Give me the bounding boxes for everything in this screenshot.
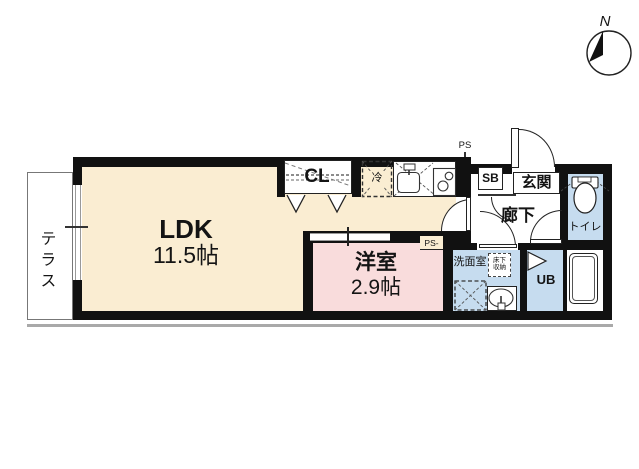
ps-bedroom-box bbox=[420, 236, 443, 250]
underfloor-storage-box bbox=[488, 253, 511, 277]
toilet-door-leaf bbox=[530, 239, 562, 244]
terrace-window-tick bbox=[65, 226, 88, 228]
terrace bbox=[27, 172, 73, 320]
underfloor-storage-label: 床下 収納 bbox=[493, 257, 506, 271]
closet-label: CL bbox=[304, 166, 330, 188]
bathtub bbox=[569, 253, 598, 304]
shoe-box bbox=[478, 167, 503, 190]
ldk-size: 11.5帖 bbox=[152, 242, 220, 269]
entrance-label-box bbox=[513, 172, 560, 194]
refrigerator-label: 冷 bbox=[369, 171, 385, 187]
toilet-label: トイレ bbox=[568, 221, 602, 234]
ps-top-label: PS bbox=[458, 140, 472, 152]
bedroom-size: 2.9帖 bbox=[350, 275, 402, 299]
washroom-door-leaf bbox=[479, 244, 517, 248]
bedroom-sliding-door-tick bbox=[347, 227, 349, 246]
shoe-box-label: SB bbox=[482, 171, 499, 186]
vanity-box bbox=[487, 286, 517, 311]
terrace-window bbox=[73, 185, 82, 280]
compass-icon bbox=[586, 30, 632, 76]
north-label: N bbox=[599, 13, 611, 31]
entrance-step-line bbox=[478, 194, 516, 196]
hallway-label: 廊下 bbox=[501, 206, 535, 226]
unit-bath-label: UB bbox=[536, 272, 556, 288]
ldk-door-leaf bbox=[466, 197, 471, 231]
washroom-label: 洗面室 bbox=[453, 256, 487, 269]
ldk-name: LDK bbox=[159, 214, 213, 245]
entrance-door-leaf bbox=[511, 128, 519, 168]
entrance-label: 玄関 bbox=[521, 174, 552, 192]
ps-bedroom-label: PS- bbox=[424, 237, 439, 248]
ps-top-tick bbox=[464, 152, 466, 157]
pipe-space-shaft bbox=[456, 157, 471, 197]
ground-shadow-line bbox=[27, 324, 613, 327]
kitchen-counter bbox=[393, 161, 456, 197]
bedroom-floor bbox=[313, 243, 443, 311]
bedroom-sliding-door bbox=[310, 233, 390, 241]
terrace-label: テラス bbox=[37, 229, 55, 293]
entrance-door-swing bbox=[519, 129, 555, 167]
bedroom-name: 洋室 bbox=[355, 250, 397, 274]
